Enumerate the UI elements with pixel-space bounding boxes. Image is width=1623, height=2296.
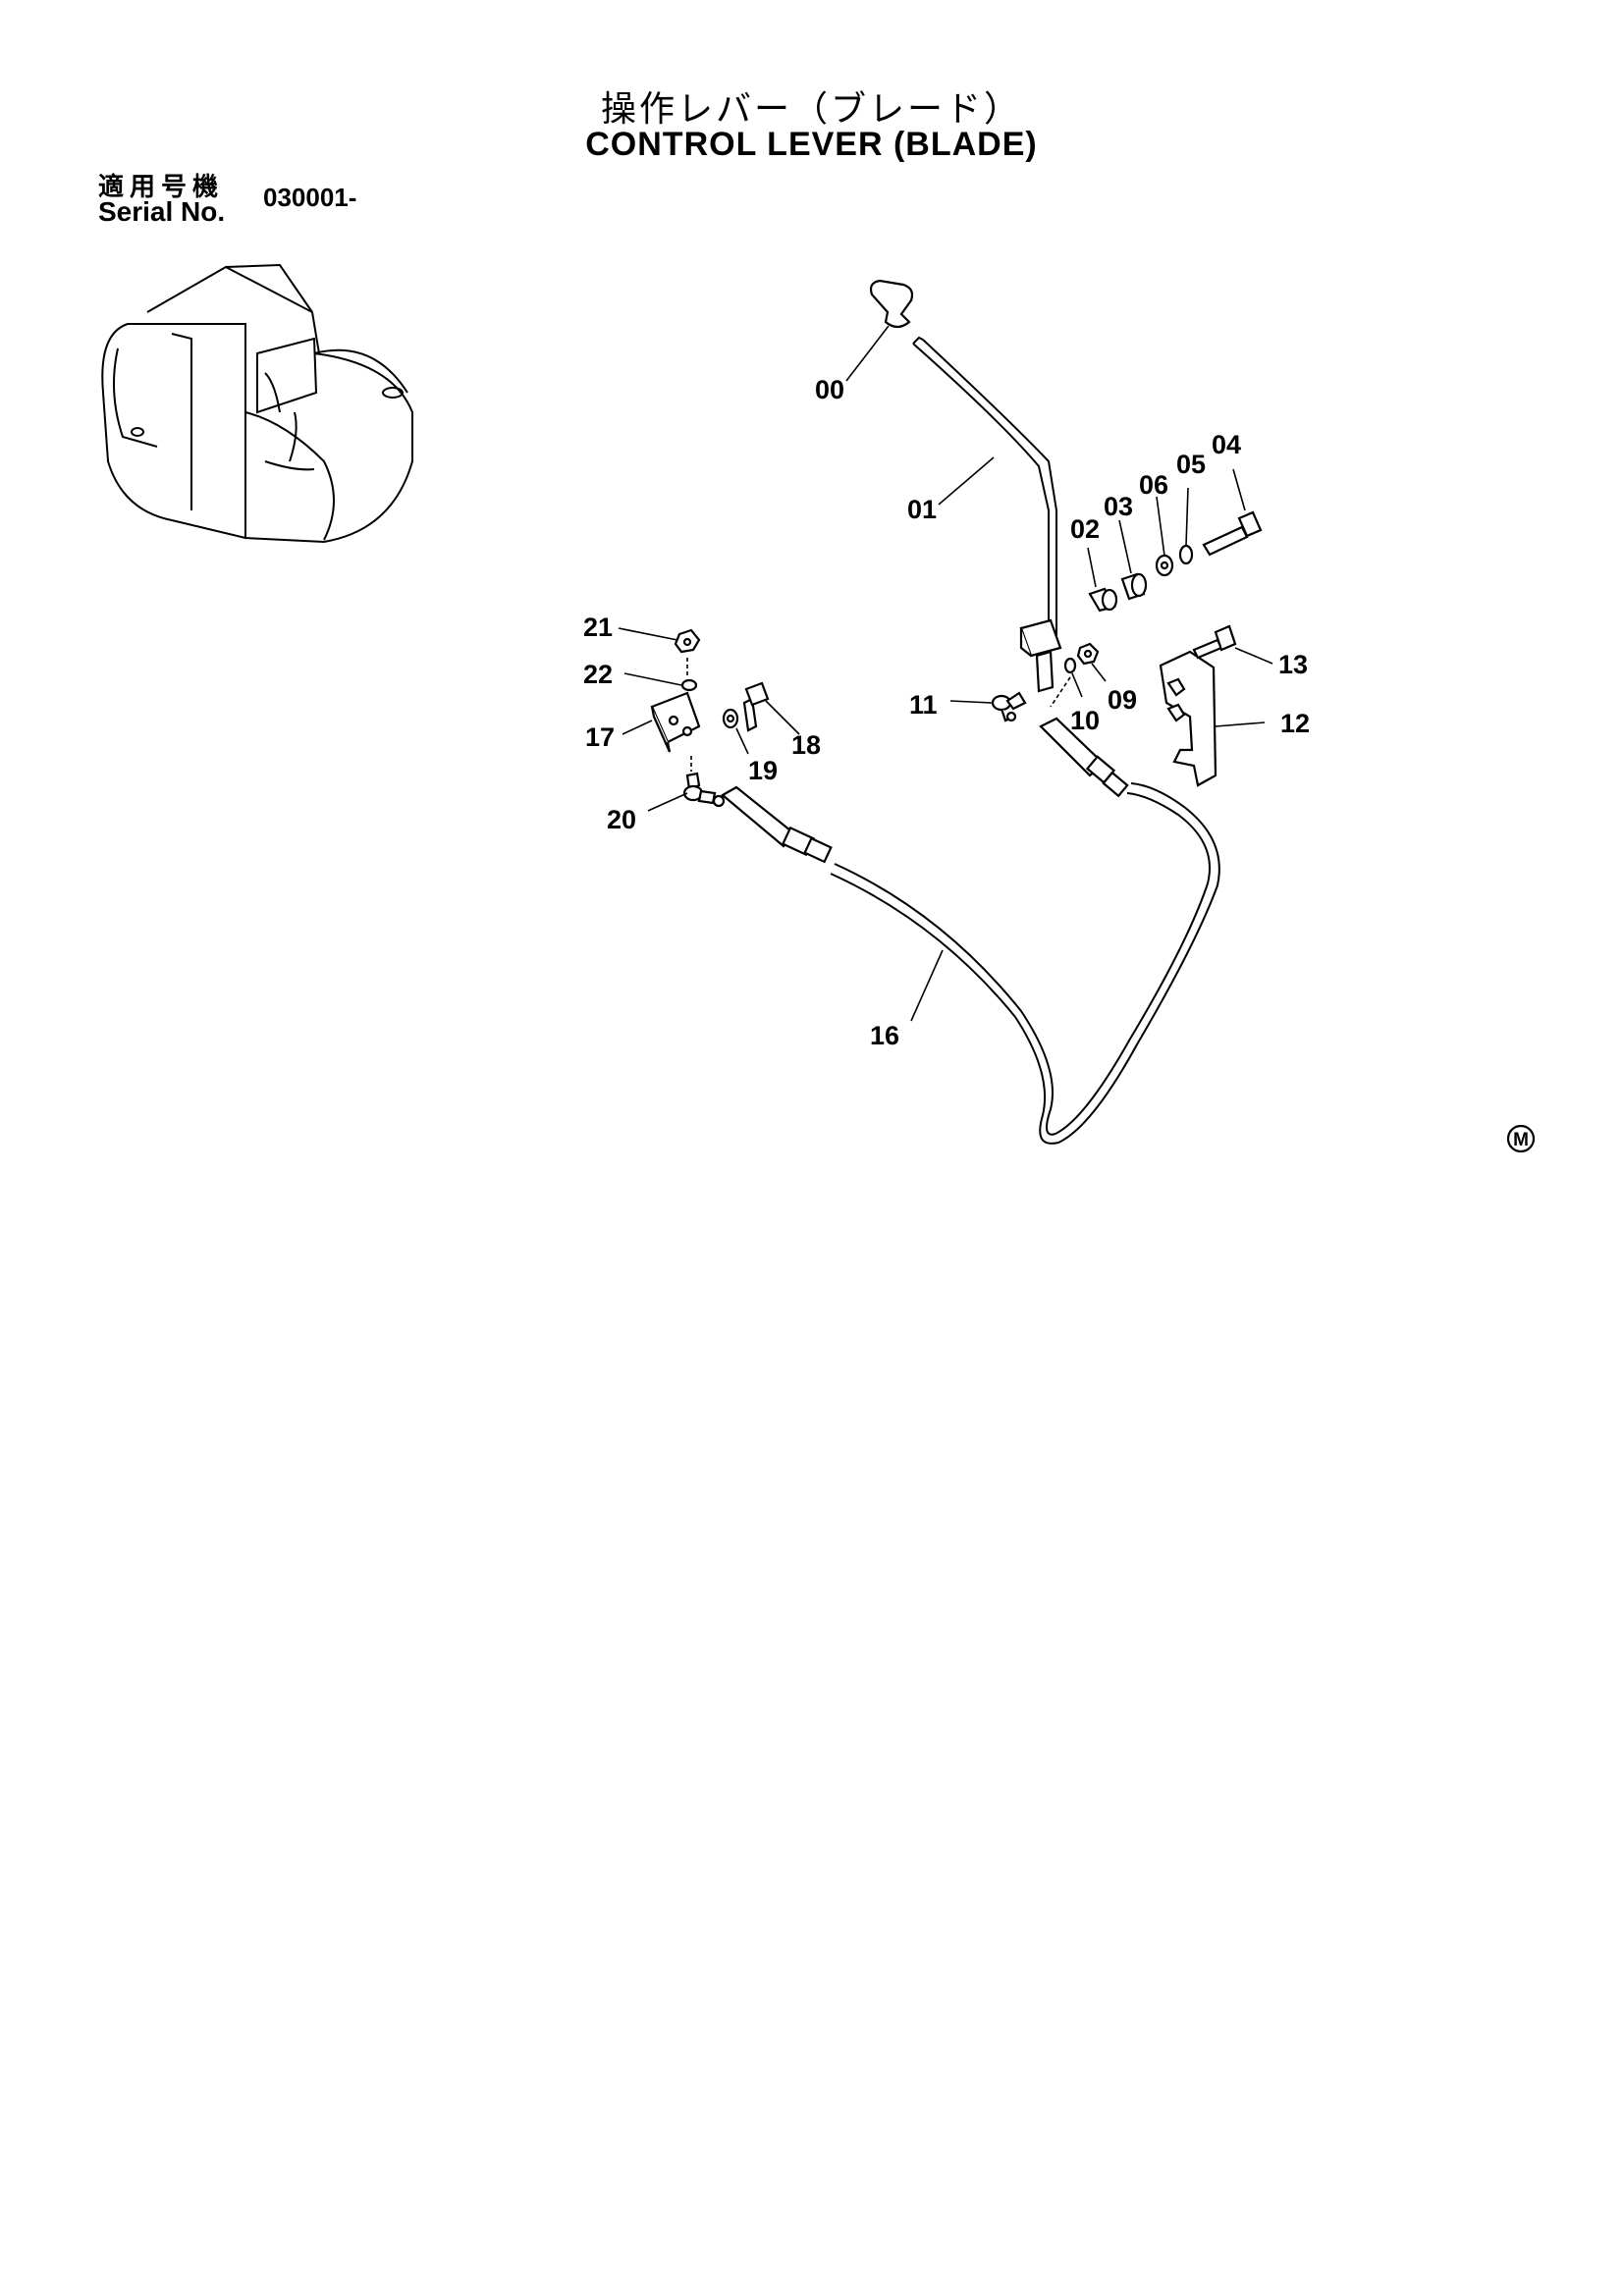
lever-rod — [912, 336, 1057, 638]
lever-bracket — [1019, 618, 1062, 693]
spring-washer-05 — [1178, 544, 1194, 565]
bracket-12 — [1159, 650, 1217, 787]
callout-11: 11 — [909, 690, 938, 720]
rod-end-11 — [991, 691, 1027, 722]
callout-22: 22 — [583, 660, 613, 689]
callout-05: 05 — [1176, 450, 1206, 479]
bolt-18 — [742, 681, 770, 732]
callout-13: 13 — [1278, 650, 1308, 679]
rod-end-20 — [682, 772, 726, 808]
nut-21 — [674, 628, 701, 654]
leader-lines — [618, 325, 1273, 1022]
nut-09 — [1076, 642, 1100, 666]
callout-03: 03 — [1104, 492, 1133, 521]
callout-10: 10 — [1070, 706, 1100, 735]
callout-19: 19 — [748, 756, 778, 785]
mark-letter: M — [1513, 1130, 1529, 1150]
control-cable-16 — [721, 717, 1220, 1145]
serial-label-english: Serial No. — [98, 196, 226, 227]
washer-06 — [1155, 554, 1174, 577]
title-japanese: 操作レバー（ブレード） — [600, 89, 1022, 130]
callout-00: 00 — [815, 375, 844, 404]
title-english: CONTROL LEVER (BLADE) — [585, 126, 1038, 163]
washer-10 — [1063, 657, 1077, 674]
callout-16: 16 — [870, 1021, 899, 1050]
axis-lines — [686, 658, 1071, 772]
bushing-02 — [1088, 587, 1118, 613]
callout-06: 06 — [1139, 470, 1168, 500]
callout-04: 04 — [1212, 430, 1241, 459]
lever-knob — [869, 279, 914, 329]
serial-number-value: 030001- — [263, 183, 357, 212]
bushing-03 — [1120, 572, 1148, 601]
callout-20: 20 — [607, 805, 636, 834]
machine-thumbnail — [101, 263, 413, 544]
washer-19 — [722, 708, 739, 729]
plate-17 — [650, 691, 701, 753]
callout-21: 21 — [583, 613, 613, 642]
callout-02: 02 — [1070, 514, 1100, 544]
callout-17: 17 — [585, 722, 615, 752]
callout-18: 18 — [791, 730, 821, 760]
washer-22 — [680, 678, 698, 692]
serial-label-japanese: 適用号機 — [98, 173, 225, 202]
callout-12: 12 — [1280, 709, 1310, 738]
bolt-13 — [1192, 624, 1237, 660]
callout-01: 01 — [907, 495, 937, 524]
circled-m-mark: M — [1506, 1124, 1536, 1153]
callout-09: 09 — [1108, 685, 1137, 715]
bolt-04 — [1202, 510, 1263, 557]
callout-labels: 00 01 02 03 04 05 06 09 10 11 12 13 16 1… — [583, 375, 1310, 1050]
